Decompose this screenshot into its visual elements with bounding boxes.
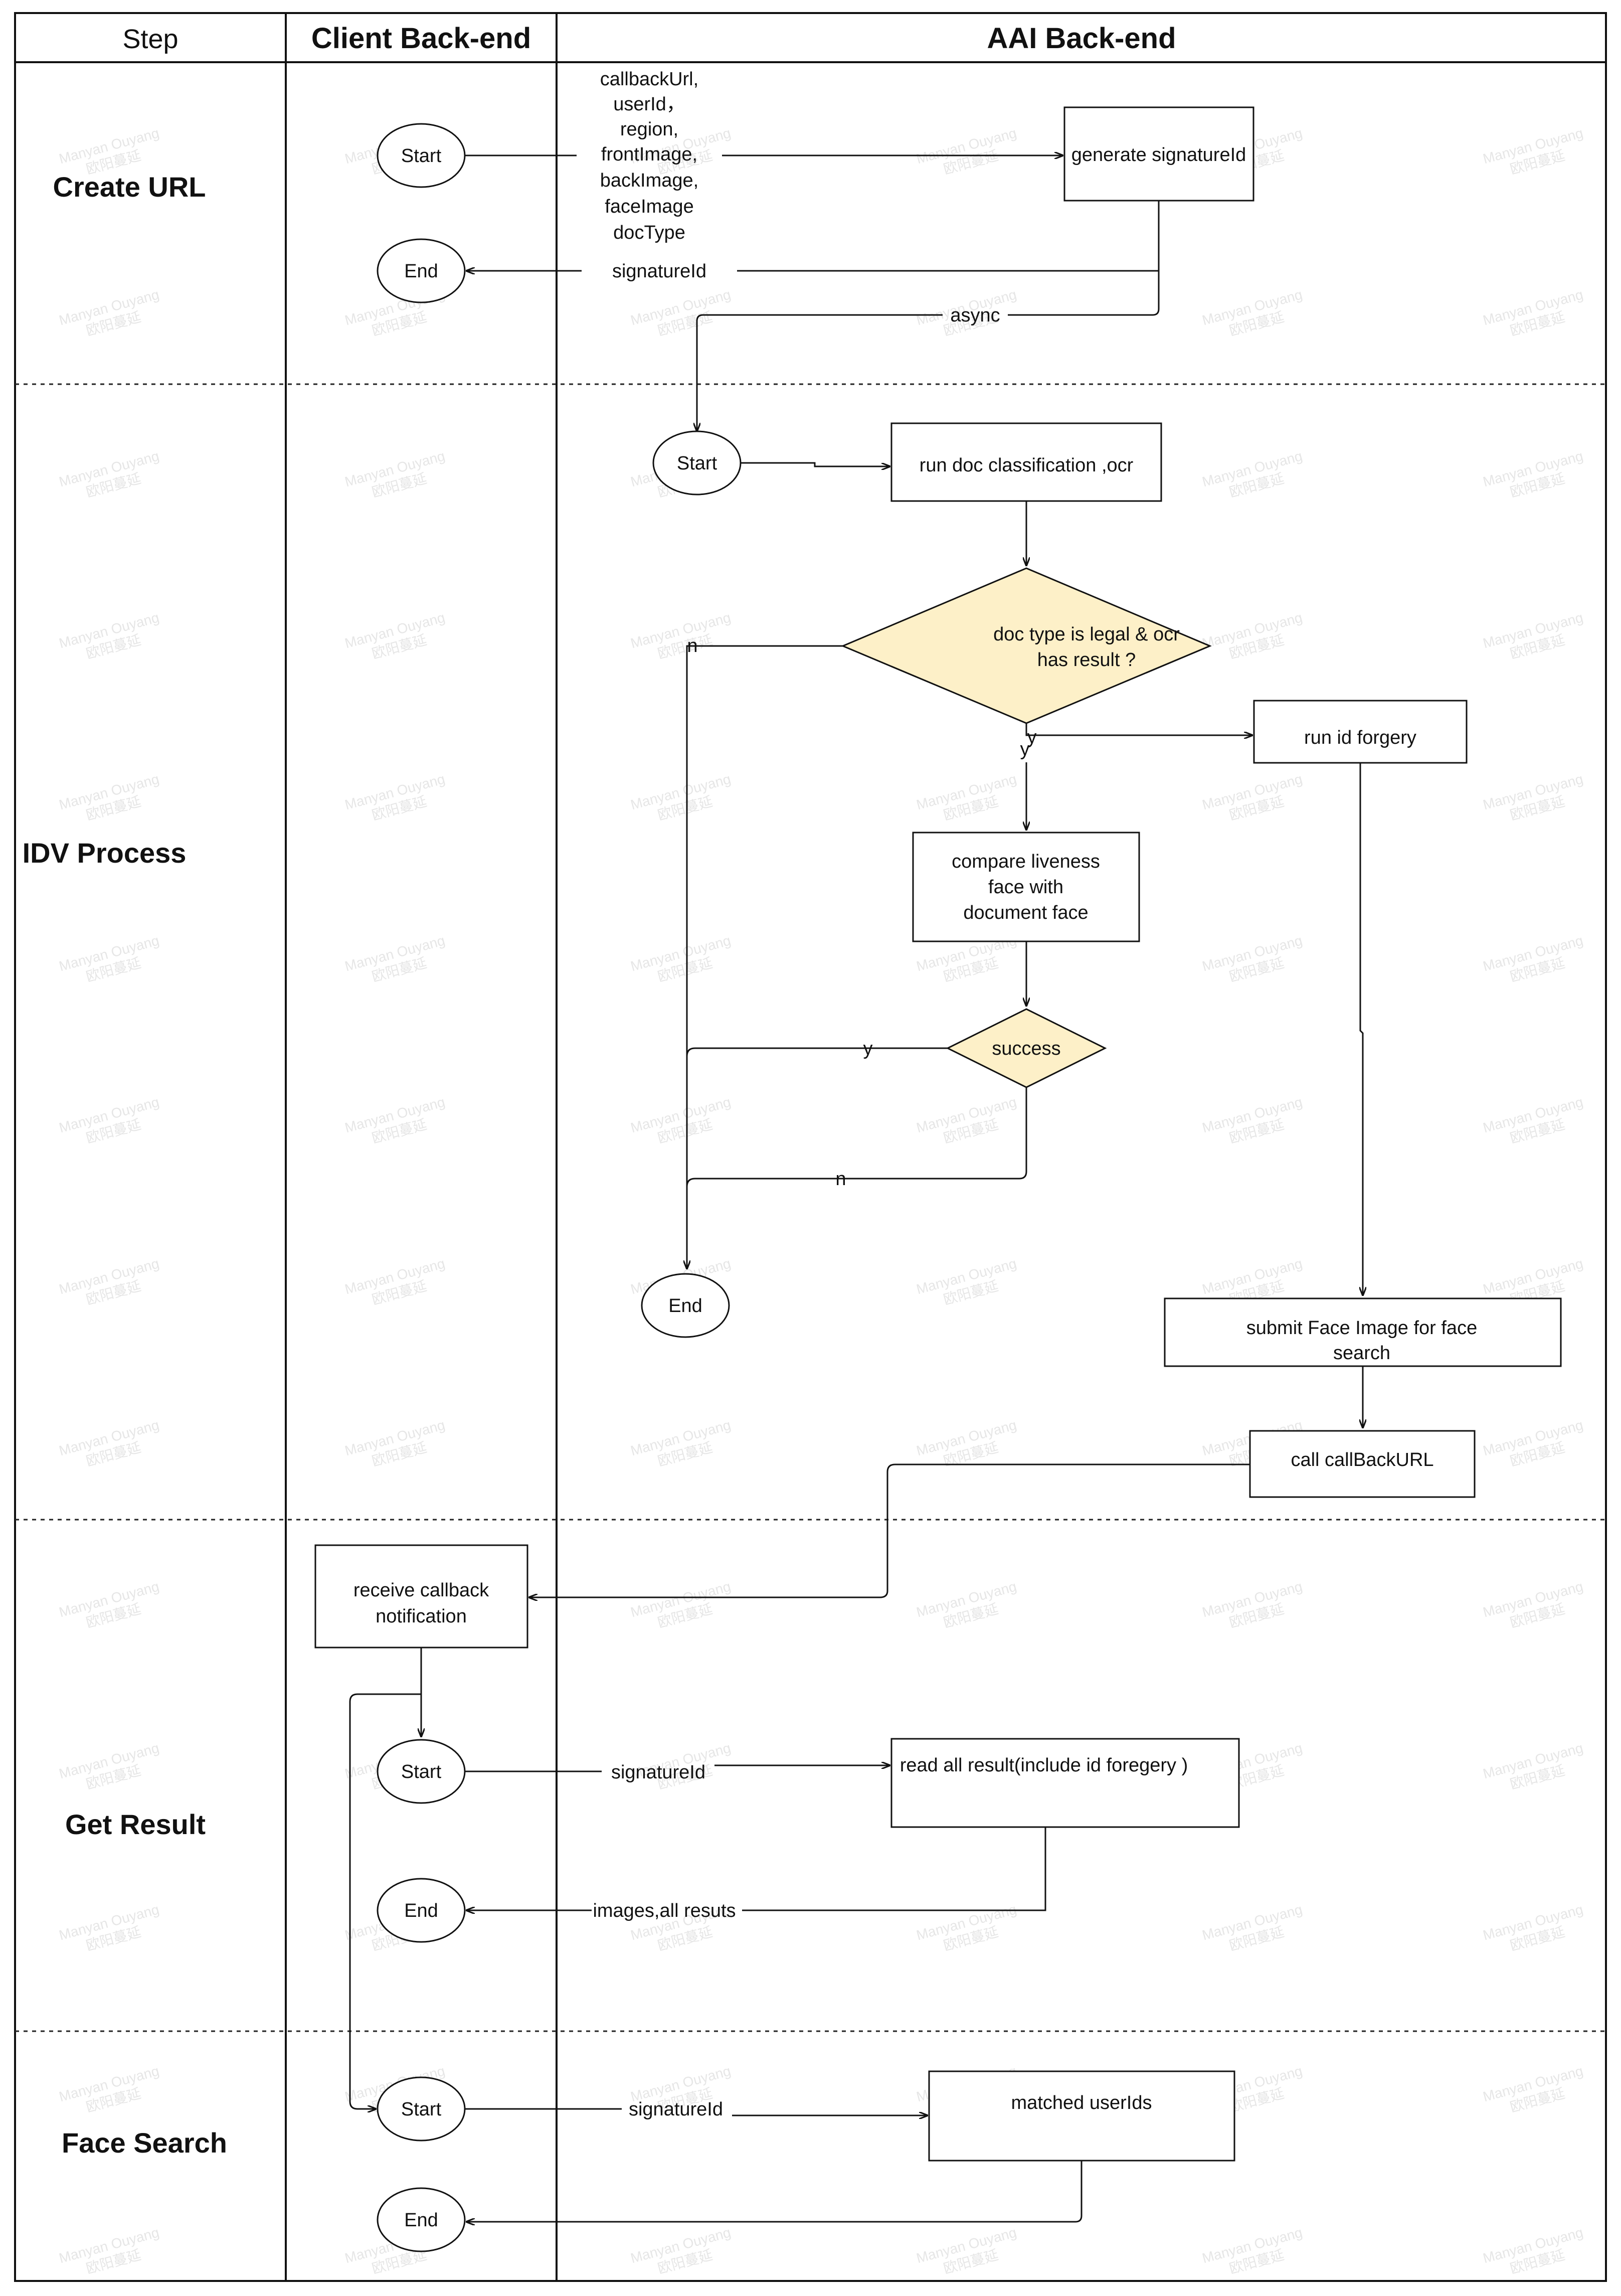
edge-label-result-return: images,all resuts [593,1900,736,1921]
param-region: region, [620,119,678,140]
result-start-label: Start [401,1761,442,1782]
edge-idv-start-to-classification [741,462,890,466]
search-start-label: Start [401,2099,442,2120]
search-end-node [377,2187,466,2252]
header-step: Step [122,24,178,54]
generate-signature-label: generate signatureId [1071,144,1246,166]
run-id-forgery-label: run id forgery [1304,727,1416,748]
param-frontimage: frontImage, [601,144,697,165]
create-start-label: Start [401,145,442,167]
diagram-frame [14,12,1607,2282]
param-doctype: docType [613,222,685,243]
result-end-label: End [404,1900,438,1921]
edge-read-to-end-a [742,1827,1046,1911]
lane-title-idv-process: IDV Process [23,837,187,869]
edge-doc-check-yes-forgery [1025,723,1252,735]
call-callback-url-box [1249,1430,1476,1498]
read-all-result-label: read all result(include id foregery ) [900,1755,1188,1776]
edge-label-doc-no: n [687,635,697,657]
doc-type-check-decision [841,567,1212,724]
search-end-label: End [404,2210,438,2231]
create-end-node [377,238,466,303]
generate-signature-box [1063,106,1254,202]
edge-label-result-signatureid: signatureId [611,1762,705,1783]
submit-face-image-label-line1: submit Face Image for face [1246,1318,1477,1339]
edge-label-doc-yes-2: y [1020,739,1030,760]
edge-label-async: async [950,305,1000,326]
receive-callback-label-line1: receive callback [353,1580,489,1601]
edge-callback-to-receive [529,1463,1250,1597]
header-client-backend: Client Back-end [311,22,531,55]
receive-callback-box [314,1544,528,1649]
edge-label-doc-yes-1: y [1027,727,1037,748]
run-doc-classification-label: run doc classification ,ocr [920,455,1134,476]
edge-label-success-yes: y [863,1038,873,1059]
lane-title-create-url: Create URL [53,171,206,203]
lane-title-get-result: Get Result [65,1809,206,1840]
run-id-forgery-box [1253,700,1468,764]
edge-success-no [686,1087,1027,1187]
edge-async-b [697,314,943,431]
success-label: success [992,1038,1060,1059]
param-faceimage: faceImage [605,196,693,217]
edge-receive-to-search-start [349,1693,421,2109]
lane-grid [14,12,1607,2282]
idv-end-node [641,1273,730,1338]
doc-type-check-label-line2: has result ? [1037,649,1136,671]
edge-generate-to-end-a [737,201,1160,272]
edge-label-success-no: n [835,1169,846,1190]
edge-doc-check-no [687,645,843,1269]
submit-face-image-box [1164,1297,1562,1367]
request-params-label: callbackUrl, userId， region, frontImage,… [600,69,698,243]
compare-liveness-label-line2: face with [988,877,1063,898]
param-userid: userId， [613,94,685,115]
edge-matched-to-end [466,2161,1083,2222]
doc-type-check-label-line1: doc type is legal & ocr [993,624,1180,645]
compare-liveness-box [912,832,1140,942]
receive-callback-label-line2: notification [376,1606,467,1627]
submit-face-image-label-line2: search [1333,1343,1390,1364]
run-doc-classification-box [890,422,1162,502]
header-aai-backend: AAI Back-end [987,22,1176,55]
create-end-label: End [404,261,438,282]
idv-start-label: Start [677,453,717,474]
param-callbackurl: callbackUrl, [600,69,698,90]
edge-forgery-to-submit [1360,763,1363,1295]
edge-label-signatureid-return: signatureId [612,261,706,282]
read-all-result-box [890,1738,1240,1828]
compare-liveness-label-line1: compare liveness [952,851,1100,872]
matched-userids-box [928,2070,1235,2162]
edge-success-yes [686,1047,948,1057]
call-callback-url-label: call callBackURL [1291,1449,1433,1470]
result-end-node [377,1878,466,1943]
edge-label-search-signatureid: signatureId [629,2099,723,2120]
param-backimage: backImage, [600,170,698,191]
matched-userids-label: matched userIds [1011,2092,1152,2113]
lane-title-face-search: Face Search [62,2127,227,2159]
compare-liveness-label-line3: document face [963,902,1088,923]
idv-end-label: End [668,1295,702,1317]
edge-async-a [1008,271,1160,316]
